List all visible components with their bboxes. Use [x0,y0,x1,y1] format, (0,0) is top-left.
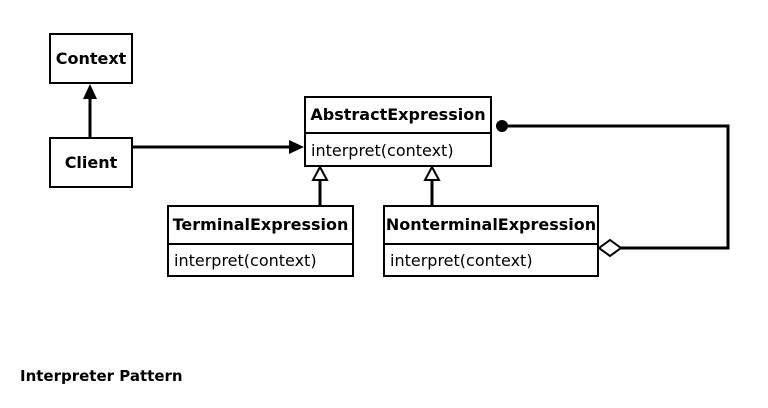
terminal-expression-name: TerminalExpression [172,215,349,234]
nonterminal-expression-operation: interpret(context) [385,243,597,277]
terminal-expression-class: TerminalExpression interpret(context) [167,205,354,277]
aggregation-line [503,124,730,250]
terminal-generalization-triangle [311,164,329,181]
abstract-arrowhead [289,140,304,154]
diagram-caption: Interpreter Pattern [20,367,183,385]
abstract-expression-class: AbstractExpression interpret(context) [304,96,492,167]
client-class: Client [49,137,133,188]
nonterminal-expression-class: NonterminalExpression interpret(context) [383,205,599,277]
terminal-expression-operation: interpret(context) [169,243,352,277]
aggregation-end-dot [496,120,508,132]
context-arrowhead [83,84,97,99]
context-class-name: Context [55,49,127,68]
abstract-expression-name: AbstractExpression [310,105,486,124]
nonterminal-generalization-triangle [423,164,441,181]
context-class: Context [49,33,133,84]
abstract-expression-operation: interpret(context) [306,132,490,167]
nonterminal-expression-name: NonterminalExpression [385,215,597,234]
aggregation-diamond [597,238,623,258]
client-class-name: Client [64,153,118,172]
